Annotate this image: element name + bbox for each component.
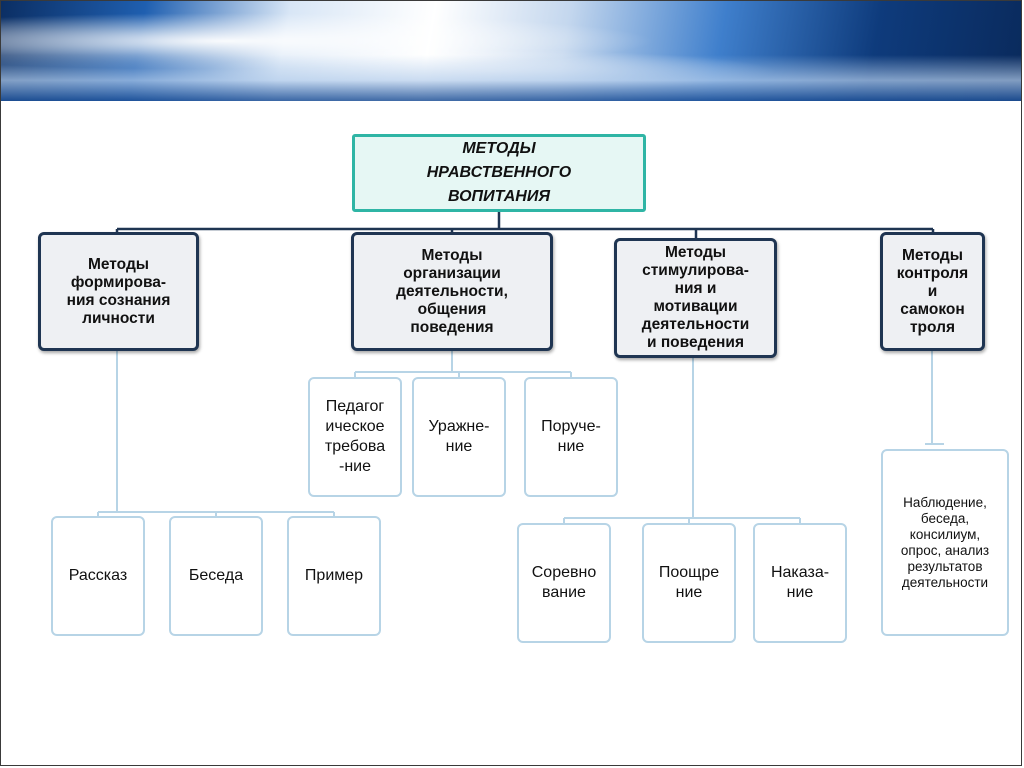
leaf-node: Уражне- ние bbox=[412, 377, 506, 497]
leaf-node: Поощре ние bbox=[642, 523, 736, 643]
category-node-control: Методы контроля и самокон троля bbox=[880, 232, 985, 351]
leaf-node: Наказа- ние bbox=[753, 523, 847, 643]
leaf-node: Беседа bbox=[169, 516, 263, 636]
root-node: МЕТОДЫ НРАВСТВЕННОГО ВОПИТАНИЯ bbox=[352, 134, 646, 212]
leaf-node: Наблюдение, беседа, консилиум, опрос, ан… bbox=[881, 449, 1009, 636]
leaf-node: Соревно вание bbox=[517, 523, 611, 643]
category-node-consciousness: Методы формирова- ния сознания личности bbox=[38, 232, 199, 351]
leaf-node: Педагог ическое требова -ние bbox=[308, 377, 402, 497]
header-banner-streak bbox=[1, 55, 1021, 101]
category-node-activity: Методы организации деятельности, общения… bbox=[351, 232, 553, 351]
leaf-node: Рассказ bbox=[51, 516, 145, 636]
leaf-node: Пример bbox=[287, 516, 381, 636]
category-node-stimulation: Методы стимулирова- ния и мотивации деят… bbox=[614, 238, 777, 358]
leaf-node: Поруче- ние bbox=[524, 377, 618, 497]
